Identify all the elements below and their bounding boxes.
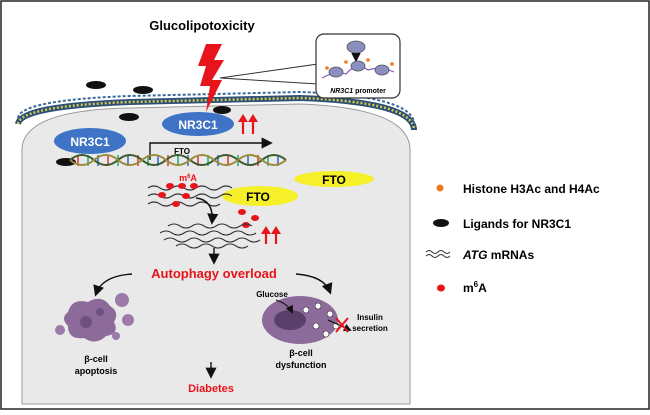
legend: Histone H3Ac and H4Ac Ligands for NR3C1 …	[425, 182, 600, 295]
legend-black-oval-icon	[433, 219, 449, 227]
released-m6a-dots	[238, 209, 259, 228]
nr3c1-center-label: NR3C1	[178, 118, 218, 132]
dysfunction-line-1: β-cell	[289, 348, 313, 358]
fto-gene-label: FTO	[174, 147, 190, 156]
transcription-arrow	[149, 137, 273, 160]
m6a-mark-label: m6A	[179, 173, 197, 183]
title-label: Glucolipotoxicity	[149, 18, 255, 33]
atg-upregulation-arrows-icon	[261, 226, 281, 244]
glucose-arrow	[275, 299, 293, 314]
upregulation-arrows-icon	[238, 114, 258, 134]
apoptosis-line-1: β-cell	[84, 354, 108, 364]
blocked-cross-icon	[335, 317, 349, 333]
apoptosis-arrow	[93, 273, 133, 297]
dysfunction-arrow	[295, 273, 333, 295]
apoptosis-line-2: apoptosis	[75, 366, 118, 376]
promoter-label: NR3C1 promoter	[330, 88, 386, 95]
secretion-arrow	[327, 319, 352, 332]
glucose-label: Glucose	[256, 290, 288, 299]
fto-protein-right-label: FTO	[322, 173, 346, 187]
nr3c1-center-protein	[162, 112, 234, 136]
legend-red-dot-icon	[437, 284, 445, 292]
legend-ligand-label: Ligands for NR3C1	[463, 217, 571, 231]
fto-protein-center	[222, 186, 298, 206]
lightning-bolt-icon	[198, 44, 224, 112]
ligand-icons	[56, 81, 231, 166]
legend-histone-label: Histone H3Ac and H4Ac	[463, 182, 600, 196]
fto-protein-right	[294, 171, 374, 187]
demethylation-arrow	[195, 197, 219, 225]
autophagy-label: Autophagy overload	[151, 266, 277, 281]
legend-wavy-lines-icon	[425, 250, 451, 258]
fto-protein-center-label: FTO	[246, 190, 270, 204]
dysfunction-line-2: dysfunction	[276, 360, 327, 370]
nr3c1-left-label: NR3C1	[70, 135, 110, 149]
insulin-line-1: Insulin	[357, 313, 383, 322]
diabetes-label: Diabetes	[188, 383, 234, 395]
legend-orange-dot-icon	[436, 184, 444, 192]
dna-helix	[69, 154, 287, 166]
promoter-callout: NR3C1 promoter	[219, 33, 401, 99]
apoptotic-cell-icon	[55, 293, 134, 342]
legend-m6a-label: m6A	[463, 280, 487, 295]
legend-atg-label: ATG mRNAs	[462, 248, 534, 262]
nr3c1-left-protein	[54, 128, 126, 154]
atg-mrna-bundle	[159, 223, 261, 249]
insulin-line-2: secretion	[352, 324, 388, 333]
